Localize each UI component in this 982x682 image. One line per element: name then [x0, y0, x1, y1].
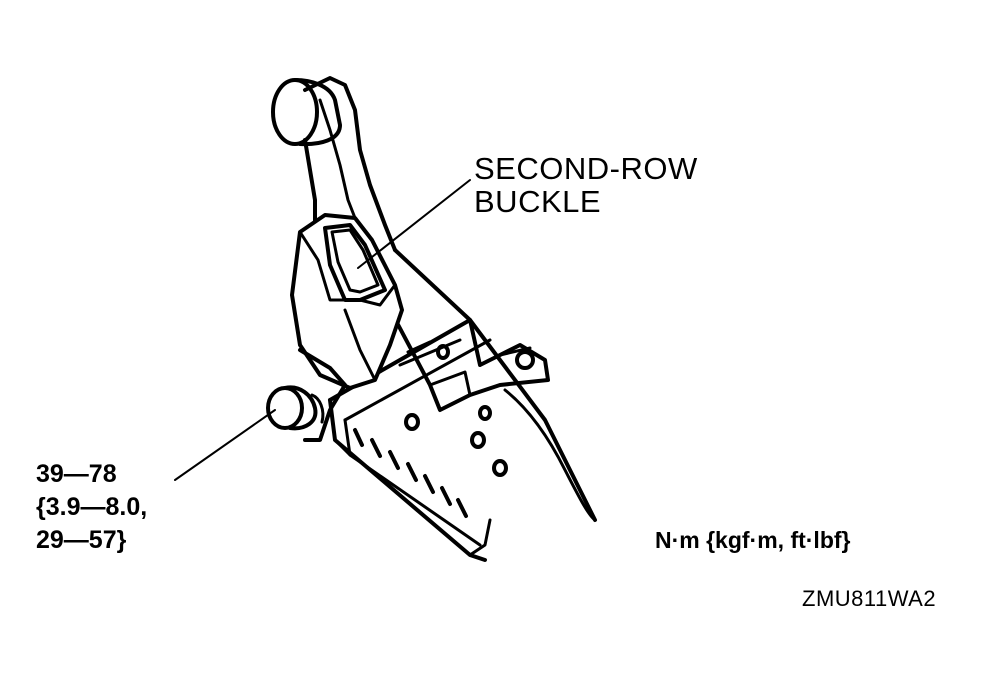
seat-frame-rail [328, 318, 597, 562]
buckle-label-line-1: SECOND-ROW [474, 151, 698, 186]
buckle-label-line-2: BUCKLE [474, 184, 602, 219]
torque-units-label: N·m {kgf·m, ft·lbf} [655, 527, 851, 553]
torque-leader-line [174, 409, 276, 481]
buckle-end-cap [271, 78, 342, 147]
torque-nm-value: 39—78 [36, 460, 117, 488]
second-row-buckle-label: SECOND-ROW BUCKLE [474, 152, 698, 218]
figure-code-label: ZMU811WA2 [802, 586, 937, 611]
buckle-head [290, 213, 404, 390]
torque-spec-label: 39—78 {3.9—8.0, 29—57} [36, 458, 147, 557]
buckle-stalk [303, 76, 397, 252]
mounting-bracket [383, 248, 550, 412]
buckle-leader-line [357, 179, 471, 269]
anchor-bolt [266, 348, 347, 442]
torque-ftlbf-value: 29—57} [36, 526, 127, 554]
torque-kgfm-value: {3.9—8.0, [36, 493, 148, 521]
buckle-cable [503, 388, 597, 522]
